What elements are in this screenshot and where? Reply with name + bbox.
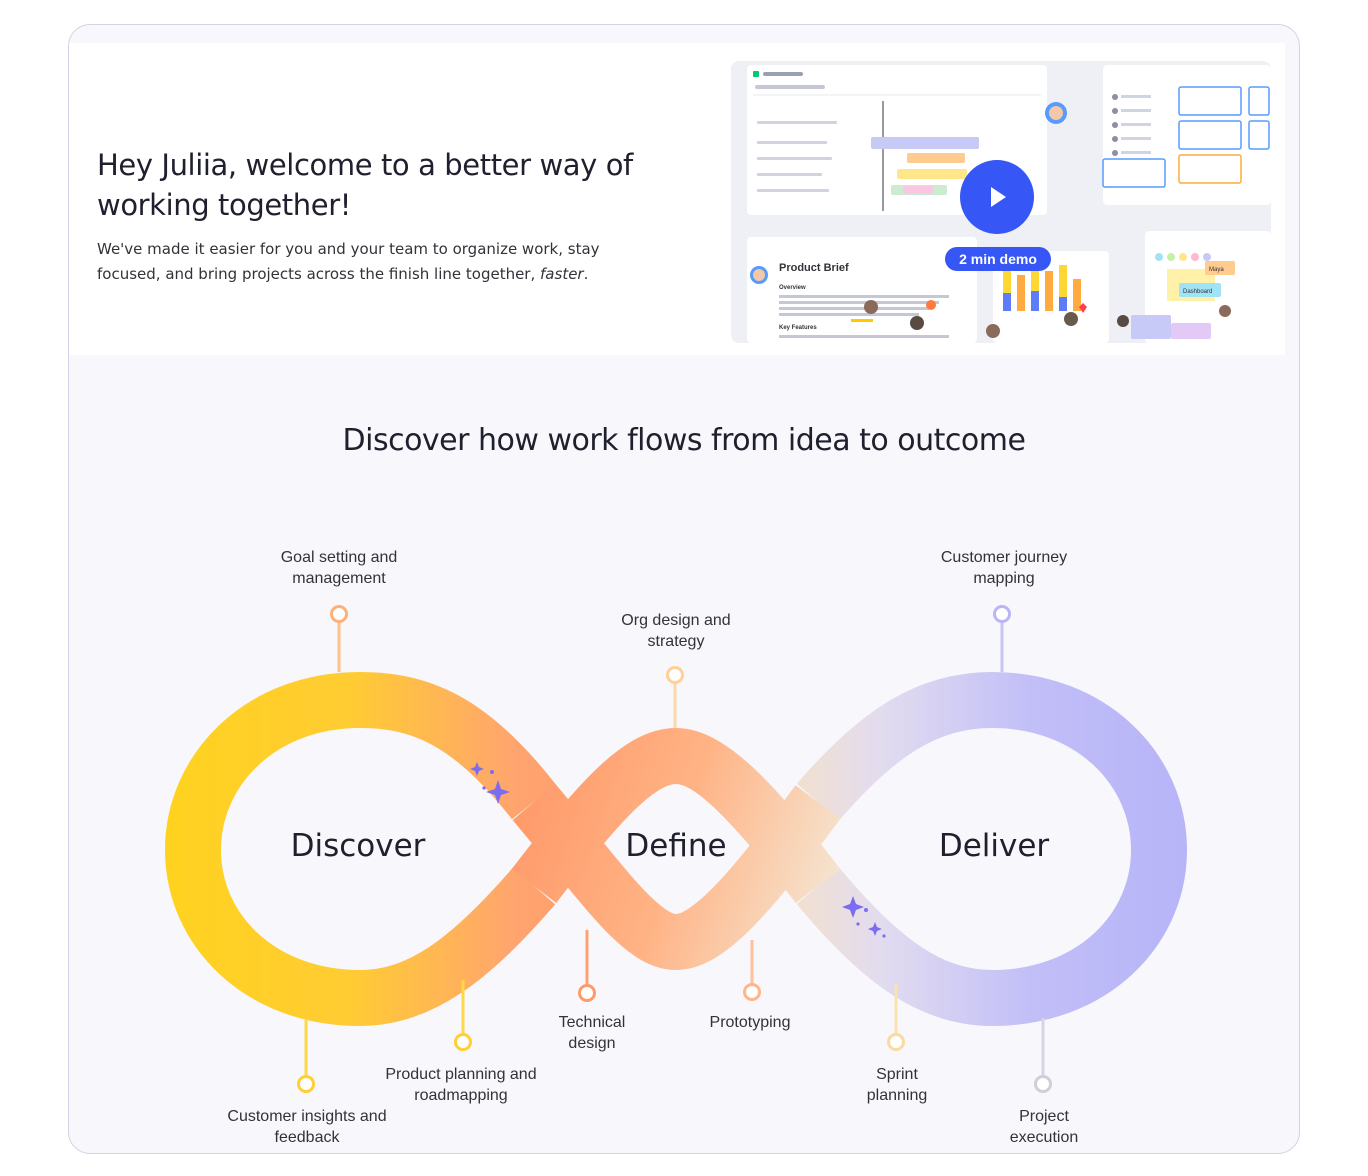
phase-define: Define <box>556 826 796 866</box>
milestone-org-design[interactable]: Org design and strategy <box>596 610 756 652</box>
define-crossing-b <box>534 756 818 886</box>
milestone-customer-insights[interactable]: Customer insights and feedback <box>226 1106 388 1148</box>
customer-insights-pin <box>299 1077 314 1092</box>
customer-journey-pin <box>995 607 1010 622</box>
milestone-technical-design[interactable]: Technical design <box>542 1012 642 1054</box>
milestone-sprint-planning[interactable]: Sprint planning <box>852 1064 942 1106</box>
milestone-customer-journey[interactable]: Customer journey mapping <box>914 547 1094 589</box>
product-planning-pin <box>456 1035 471 1050</box>
milestone-prototyping[interactable]: Prototyping <box>690 1012 810 1033</box>
milestone-project-execution[interactable]: Project execution <box>994 1106 1094 1148</box>
goal-setting-pin <box>332 607 347 622</box>
technical-design-pin <box>580 986 595 1001</box>
project-execution-pin <box>1036 1077 1051 1092</box>
org-design-pin <box>668 668 683 683</box>
milestone-goal-setting[interactable]: Goal setting and management <box>254 547 424 589</box>
phase-deliver: Deliver <box>874 826 1114 866</box>
sprint-planning-pin <box>889 1035 904 1050</box>
phase-discover: Discover <box>238 826 478 866</box>
milestone-product-planning[interactable]: Product planning and roadmapping <box>378 1064 544 1106</box>
prototyping-pin <box>745 985 760 1000</box>
